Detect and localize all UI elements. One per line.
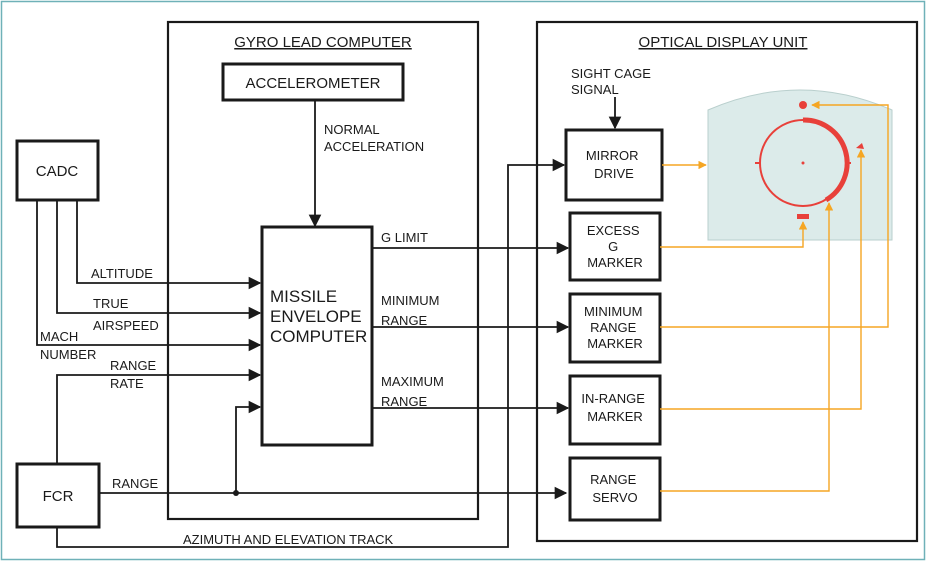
display-panel	[707, 89, 893, 241]
minimum-range-feed	[660, 100, 889, 328]
range-junction-dot	[233, 490, 239, 496]
g-limit-label: G LIMIT	[381, 230, 428, 245]
range-rate-line-1: RANGE	[110, 358, 157, 373]
minimum-range-marker-label: MINIMUM RANGE MARKER	[584, 304, 646, 351]
excess-g-marker-label: EXCESS G MARKER	[587, 223, 643, 270]
range-label: RANGE	[112, 476, 159, 491]
maxr-line-2: RANGE	[381, 394, 428, 409]
true-airspeed-wire	[56, 200, 262, 320]
azimuth-elevation-wire	[56, 158, 566, 548]
normal-acceleration-line-1: NORMAL	[324, 122, 379, 137]
mec-line-2: ENVELOPE	[270, 307, 362, 326]
range-rate-label: RANGE RATE	[110, 358, 160, 391]
normal-acceleration-label: NORMAL ACCELERATION	[324, 122, 424, 154]
gunsight-reticle-icon	[755, 101, 864, 219]
altitude-wire	[76, 200, 262, 290]
range-to-mec-wire	[235, 400, 262, 493]
altitude-label: ALTITUDE	[91, 266, 153, 281]
accelerometer-label: ACCELEROMETER	[245, 75, 380, 92]
sight-cage-line-2: SIGNAL	[571, 82, 619, 97]
tas-line-2: AIRSPEED	[93, 318, 159, 333]
range-arc	[802, 117, 850, 203]
fcr-box	[15, 462, 101, 529]
range-servo-label: RANGE SERVO	[590, 472, 640, 505]
in-range-marker-box	[568, 374, 662, 446]
tas-line-1: TRUE	[93, 296, 129, 311]
excess-g-feed	[660, 221, 808, 248]
mirror-drive-label: MIRROR DRIVE	[586, 148, 642, 181]
minr-line-1: MINIMUM	[381, 293, 440, 308]
azimuth-elevation-label: AZIMUTH AND ELEVATION TRACK	[183, 532, 394, 547]
normal-acceleration-line-2: ACCELERATION	[324, 139, 424, 154]
excess-g-line-3: MARKER	[587, 255, 643, 270]
minr-line-2: RANGE	[381, 313, 428, 328]
excess-g-marker-box	[568, 211, 662, 282]
cadc-label: CADC	[36, 163, 79, 180]
range-servo-feed	[660, 202, 834, 492]
in-range-cue	[856, 143, 864, 149]
fcr-label: FCR	[43, 488, 74, 505]
missile-envelope-computer-label: MISSILE ENVELOPE COMPUTER	[270, 287, 367, 346]
range-servo-box	[568, 456, 662, 522]
accelerometer-box	[221, 62, 405, 102]
mach-number-label: MACH NUMBER	[40, 329, 96, 362]
excess-g-cue-dot	[799, 101, 807, 109]
mirror-drive-line-2: DRIVE	[594, 166, 634, 181]
sight-cage-signal-label: SIGHT CAGE SIGNAL	[571, 66, 655, 97]
minimum-range-marker-box	[568, 292, 662, 364]
in-range-line-2: MARKER	[587, 409, 643, 424]
true-airspeed-label: TRUE AIRSPEED	[93, 296, 159, 333]
min-range-line-3: MARKER	[587, 336, 643, 351]
mach-number-wire	[36, 200, 262, 352]
in-range-feed	[660, 149, 866, 410]
mec-line-1: MISSILE	[270, 287, 337, 306]
range-servo-line-1: RANGE	[590, 472, 637, 487]
excess-g-line-1: EXCESS	[587, 223, 640, 238]
maximum-range-label: MAXIMUM RANGE	[381, 374, 447, 409]
in-range-marker-label: IN-RANGE MARKER	[581, 391, 648, 424]
excess-g-line-2: G	[608, 239, 618, 254]
mirror-drive-box	[564, 128, 664, 202]
gyro-lead-computer-title: GYRO LEAD COMPUTER	[234, 34, 412, 51]
range-servo-line-2: SERVO	[592, 490, 637, 505]
min-range-cue	[797, 214, 809, 219]
range-rate-line-2: RATE	[110, 376, 144, 391]
sight-cage-line-1: SIGHT CAGE	[571, 66, 651, 81]
reticle-pipper	[801, 161, 805, 165]
mirror-drive-line-1: MIRROR	[586, 148, 639, 163]
mec-line-3: COMPUTER	[270, 327, 367, 346]
mach-line-1: MACH	[40, 329, 78, 344]
cadc-box	[15, 139, 100, 202]
min-range-line-1: MINIMUM	[584, 304, 643, 319]
mach-line-2: NUMBER	[40, 347, 96, 362]
min-range-line-2: RANGE	[590, 320, 637, 335]
minimum-range-label: MINIMUM RANGE	[381, 293, 443, 328]
in-range-line-1: IN-RANGE	[581, 391, 645, 406]
range-rate-wire	[56, 368, 262, 464]
optical-display-unit-title: OPTICAL DISPLAY UNIT	[639, 34, 808, 51]
missile-envelope-computer-box	[260, 225, 374, 447]
maxr-line-1: MAXIMUM	[381, 374, 444, 389]
